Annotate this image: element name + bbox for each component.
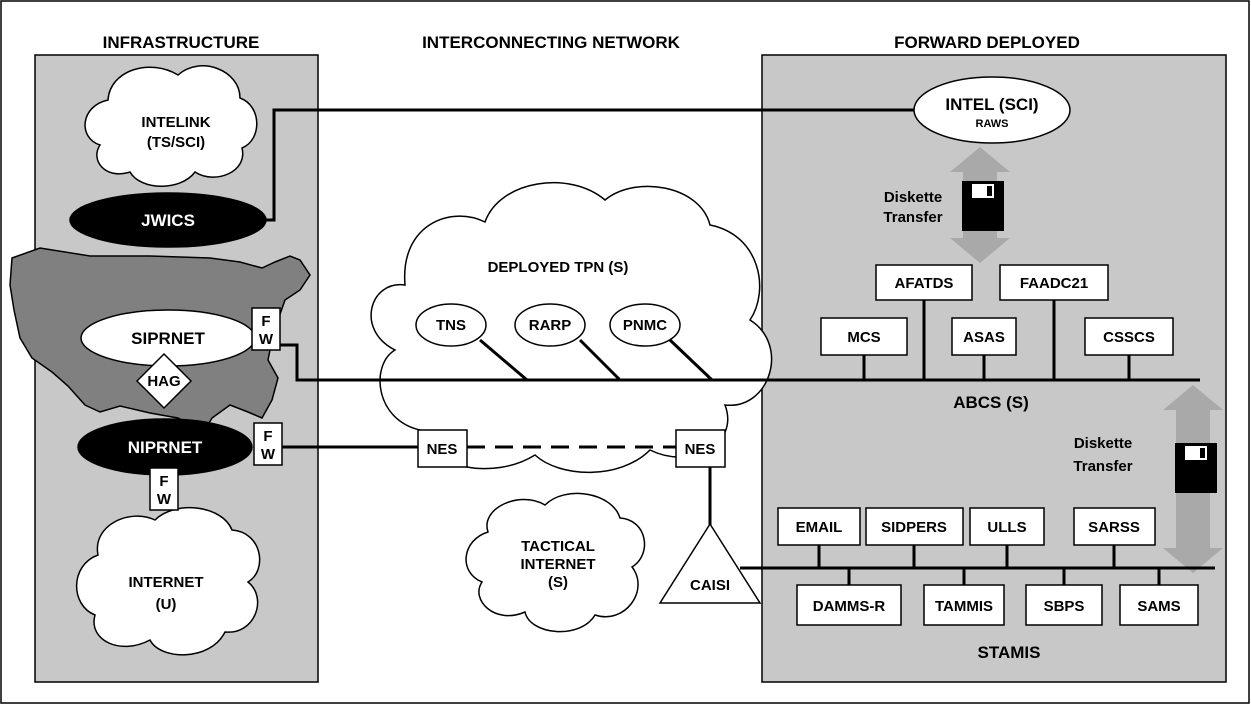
- siprnet-label: SIPRNET: [131, 329, 205, 348]
- sams-box: [1119, 584, 1199, 626]
- damms-r-box: [796, 584, 902, 626]
- nes-label-right: NES: [685, 441, 716, 458]
- sbps-box: [1025, 584, 1103, 626]
- sarss-box: [1073, 507, 1156, 546]
- abcs-label: ABCS (S): [953, 393, 1029, 412]
- firewall-siprnet-w: W: [259, 331, 274, 348]
- diskette-transfer-top-label-2: Transfer: [883, 209, 942, 226]
- damms-r-label: DAMMS-R: [813, 598, 886, 615]
- niprnet-label: NIPRNET: [128, 438, 203, 457]
- floppy-disk-icon: [962, 181, 1004, 231]
- caisi-label: CAISI: [690, 577, 730, 594]
- raws-label: RAWS: [976, 118, 1009, 130]
- header-infrastructure: INFRASTRUCTURE: [103, 33, 260, 52]
- tammis-label: TAMMIS: [935, 598, 993, 615]
- email-box: [777, 507, 861, 546]
- diskette-transfer-bottom-label-1: Diskette: [1074, 435, 1132, 452]
- firewall-niprnet-f: F: [263, 428, 272, 445]
- tactical-internet-label-2: INTERNET: [521, 556, 596, 573]
- pnmc-node: [609, 303, 681, 347]
- firewall-internet: [149, 467, 179, 511]
- sbps-label: SBPS: [1044, 598, 1085, 615]
- floppy-disk-icon-2: [1175, 443, 1217, 493]
- mcs-box: [820, 317, 908, 356]
- firewall-niprnet-w: W: [261, 446, 276, 463]
- header-forward-deployed: FORWARD DEPLOYED: [894, 33, 1080, 52]
- sidpers-box: [865, 507, 964, 546]
- diskette-transfer-bottom-label-2: Transfer: [1073, 458, 1132, 475]
- stamis-label: STAMIS: [978, 643, 1041, 662]
- faadc21-label: FAADC21: [1020, 275, 1088, 292]
- caisi-node: [658, 522, 762, 604]
- faadc21-box: [999, 264, 1109, 301]
- asas-box: [951, 317, 1017, 356]
- firewall-siprnet: [251, 307, 281, 351]
- internet-classification: (U): [156, 596, 177, 613]
- intelink-label: INTELINK: [141, 114, 210, 131]
- hag-label: HAG: [147, 373, 180, 390]
- email-label: EMAIL: [796, 519, 843, 536]
- sams-label: SAMS: [1137, 598, 1180, 615]
- csscs-box: [1084, 317, 1174, 356]
- mcs-label: MCS: [847, 329, 880, 346]
- hag-gateway: [135, 352, 193, 410]
- internet-cloud: [75, 507, 261, 656]
- nes-label-left: NES: [427, 441, 458, 458]
- pnmc-label: PNMC: [623, 317, 667, 334]
- firewall-siprnet-f: F: [261, 313, 270, 330]
- tammis-box: [923, 584, 1005, 626]
- intelink-classification: (TS/SCI): [147, 134, 205, 151]
- tactical-internet-cloud: [465, 492, 646, 633]
- intel-sci-label: INTEL (SCI): [945, 95, 1038, 114]
- header-interconnecting-network: INTERCONNECTING NETWORK: [422, 33, 681, 52]
- tns-label: TNS: [436, 317, 466, 334]
- nes-box-left: [417, 429, 468, 468]
- sarss-label: SARSS: [1088, 519, 1140, 536]
- sidpers-label: SIDPERS: [881, 519, 947, 536]
- tactical-internet-label-3: (S): [548, 574, 568, 591]
- asas-label: ASAS: [963, 329, 1005, 346]
- afatds-label: AFATDS: [895, 275, 954, 292]
- ulls-label: ULLS: [987, 519, 1026, 536]
- afatds-box: [875, 264, 973, 301]
- csscs-label: CSSCS: [1103, 329, 1155, 346]
- deployed-tpn-label: DEPLOYED TPN (S): [488, 259, 629, 276]
- internet-label: INTERNET: [129, 574, 204, 591]
- diskette-transfer-top-label-1: Diskette: [884, 189, 942, 206]
- rarp-node: [514, 303, 586, 347]
- ulls-box: [969, 507, 1045, 546]
- firewall-internet-w: W: [157, 491, 172, 508]
- jwics-label: JWICS: [141, 211, 195, 230]
- tactical-internet-label-1: TACTICAL: [521, 538, 595, 555]
- rarp-label: RARP: [529, 317, 572, 334]
- nes-box-right: [675, 429, 726, 468]
- tns-node: [415, 303, 487, 347]
- firewall-internet-f: F: [159, 473, 168, 490]
- intelink-cloud: [84, 65, 258, 187]
- firewall-niprnet: [253, 422, 283, 466]
- intel-sci-node: [913, 76, 1071, 144]
- connection-lines: [266, 108, 1215, 585]
- jwics-node: [69, 192, 267, 248]
